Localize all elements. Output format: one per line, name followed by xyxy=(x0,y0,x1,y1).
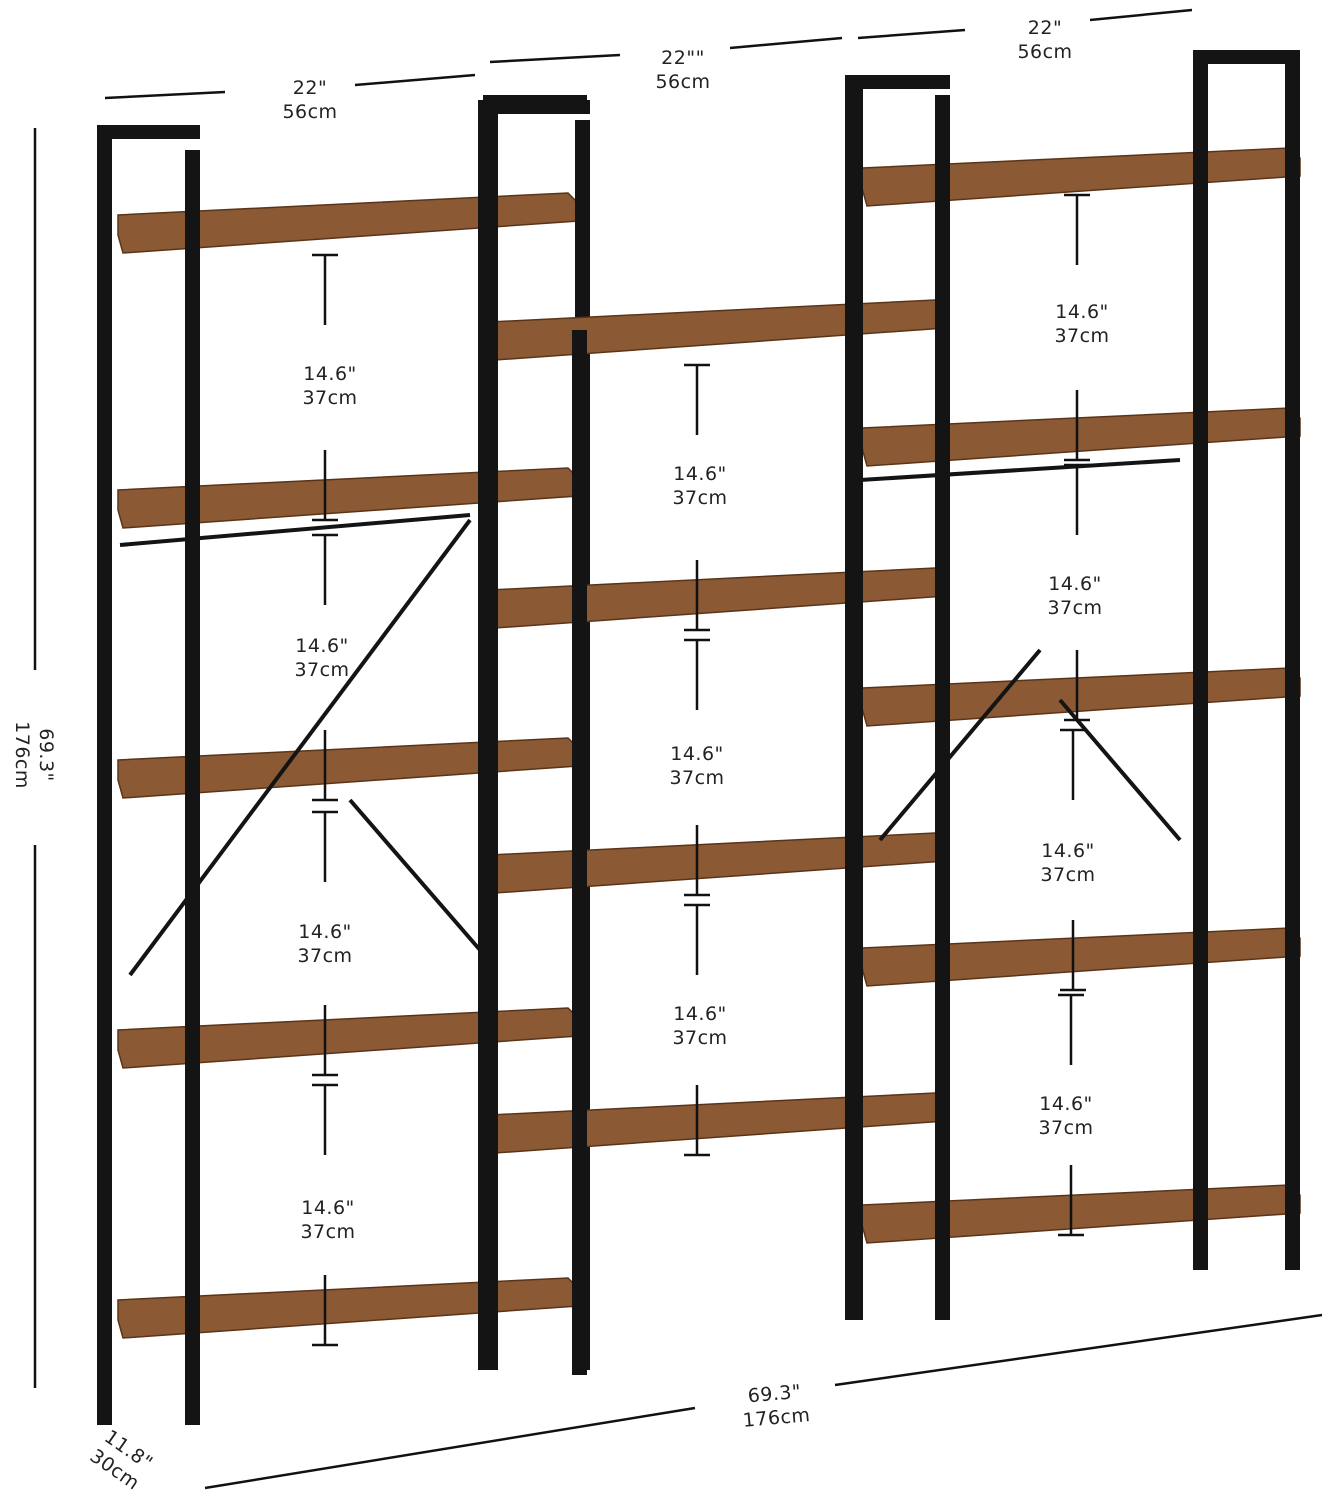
frame-top-rail xyxy=(848,75,950,89)
shelf-board xyxy=(489,299,946,361)
shelf-board xyxy=(861,407,1301,467)
shelf-gap-label-cm: 37cm xyxy=(300,1221,355,1243)
shelf-gap-label: 14.6"37cm xyxy=(1040,840,1095,886)
cross-brace xyxy=(128,518,472,977)
frame-post xyxy=(848,75,863,1320)
shelf-gap-label: 14.6"37cm xyxy=(672,1003,727,1049)
frame-post xyxy=(1285,50,1300,1270)
middle-width-label-cm: 56cm xyxy=(655,71,710,93)
shelf-gap-label: 14.6"37cm xyxy=(300,1197,355,1243)
shelf-board xyxy=(861,667,1301,727)
shelf-gap-label-cm: 37cm xyxy=(302,387,357,409)
cross-brace xyxy=(859,458,1181,482)
shelf-gap-label-inches: 14.6" xyxy=(673,1003,727,1025)
shelf-board xyxy=(861,147,1301,207)
shelf-board xyxy=(489,1092,946,1154)
dimension-line xyxy=(857,28,966,40)
shelf-gap-label: 14.6"37cm xyxy=(297,921,352,967)
depth-label: 11.8"30cm xyxy=(86,1426,157,1495)
shelf-gap-label-inches: 14.6" xyxy=(1048,573,1102,595)
frame-top-rail xyxy=(97,125,200,139)
shelf-gap-label-inches: 14.6" xyxy=(1041,840,1095,862)
shelf-gap-label-inches: 14.6" xyxy=(673,463,727,485)
shelf-gap-label-inches: 14.6" xyxy=(298,921,352,943)
frame-post xyxy=(1193,50,1208,1270)
shelf-gap-label-inches: 14.6" xyxy=(295,635,349,657)
height-label-cm: 176cm xyxy=(11,721,33,789)
shelf-gap-label-cm: 37cm xyxy=(1040,864,1095,886)
shelf-board xyxy=(861,927,1301,987)
right-width-label: 22"56cm xyxy=(1017,17,1072,63)
frame-post xyxy=(935,95,950,1320)
frame-post xyxy=(572,330,587,1375)
shelf-gap-label-cm: 37cm xyxy=(672,487,727,509)
frame-post xyxy=(97,125,112,1425)
shelf-board xyxy=(489,567,946,629)
shelf-gap-label: 14.6"37cm xyxy=(669,743,724,789)
shelf-board xyxy=(489,832,946,894)
total-width-label-inches: 69.3" xyxy=(747,1381,802,1408)
left-width-label: 22"56cm xyxy=(282,77,337,123)
middle-width-label: 22""56cm xyxy=(655,47,710,93)
dimension-line xyxy=(1089,8,1193,22)
right-width-label-cm: 56cm xyxy=(1017,41,1072,63)
shelf-gap-label-cm: 37cm xyxy=(1054,325,1109,347)
shelf-gap-label-inches: 14.6" xyxy=(1039,1093,1093,1115)
dimension-line xyxy=(354,73,476,87)
cross-brace xyxy=(119,513,471,547)
shelf-gap-label: 14.6"37cm xyxy=(294,635,349,681)
shelf-gap-label-inches: 14.6" xyxy=(303,363,357,385)
middle-width-label-inches: 22"" xyxy=(661,47,705,69)
shelf-gap-label: 14.6"37cm xyxy=(1054,301,1109,347)
shelf-gap-label: 14.6"37cm xyxy=(302,363,357,409)
height-label-inches: 69.3" xyxy=(35,728,57,782)
total-width-label-cm: 176cm xyxy=(742,1404,811,1432)
shelf-gap-label-cm: 37cm xyxy=(297,945,352,967)
shelf-gap-label: 14.6"37cm xyxy=(1047,573,1102,619)
cross-brace xyxy=(1058,698,1182,842)
left-width-label-cm: 56cm xyxy=(282,101,337,123)
shelf-gap-label-cm: 37cm xyxy=(1047,597,1102,619)
height-label: 69.3"176cm xyxy=(11,721,57,789)
shelf-gap-label-cm: 37cm xyxy=(672,1027,727,1049)
shelf-gap-label-cm: 37cm xyxy=(1038,1117,1093,1139)
right-shelf-unit xyxy=(848,50,1301,1320)
cross-brace xyxy=(348,798,482,952)
total-width-label: 69.3"176cm xyxy=(742,1381,811,1432)
shelf-gap-label-inches: 14.6" xyxy=(1055,301,1109,323)
frame-post xyxy=(483,95,498,1370)
frame-top-rail xyxy=(483,95,587,109)
dimension-line xyxy=(204,1406,696,1490)
shelf-gap-label: 14.6"37cm xyxy=(1038,1093,1093,1139)
cross-brace xyxy=(878,648,1042,842)
dimension-line xyxy=(834,1313,1323,1387)
left-width-label-inches: 22" xyxy=(293,77,327,99)
shelf-gap-label-cm: 37cm xyxy=(294,659,349,681)
shelf-gap-label: 14.6"37cm xyxy=(672,463,727,509)
shelf-gap-label-cm: 37cm xyxy=(669,767,724,789)
right-width-label-inches: 22" xyxy=(1028,17,1062,39)
frame-top-rail xyxy=(1193,50,1300,64)
dimension-line xyxy=(729,36,843,50)
shelf-gap-label-inches: 14.6" xyxy=(301,1197,355,1219)
dimension-line xyxy=(489,53,621,64)
frame-post xyxy=(185,150,200,1425)
shelf-gap-label-inches: 14.6" xyxy=(670,743,724,765)
dimension-line xyxy=(104,90,226,100)
